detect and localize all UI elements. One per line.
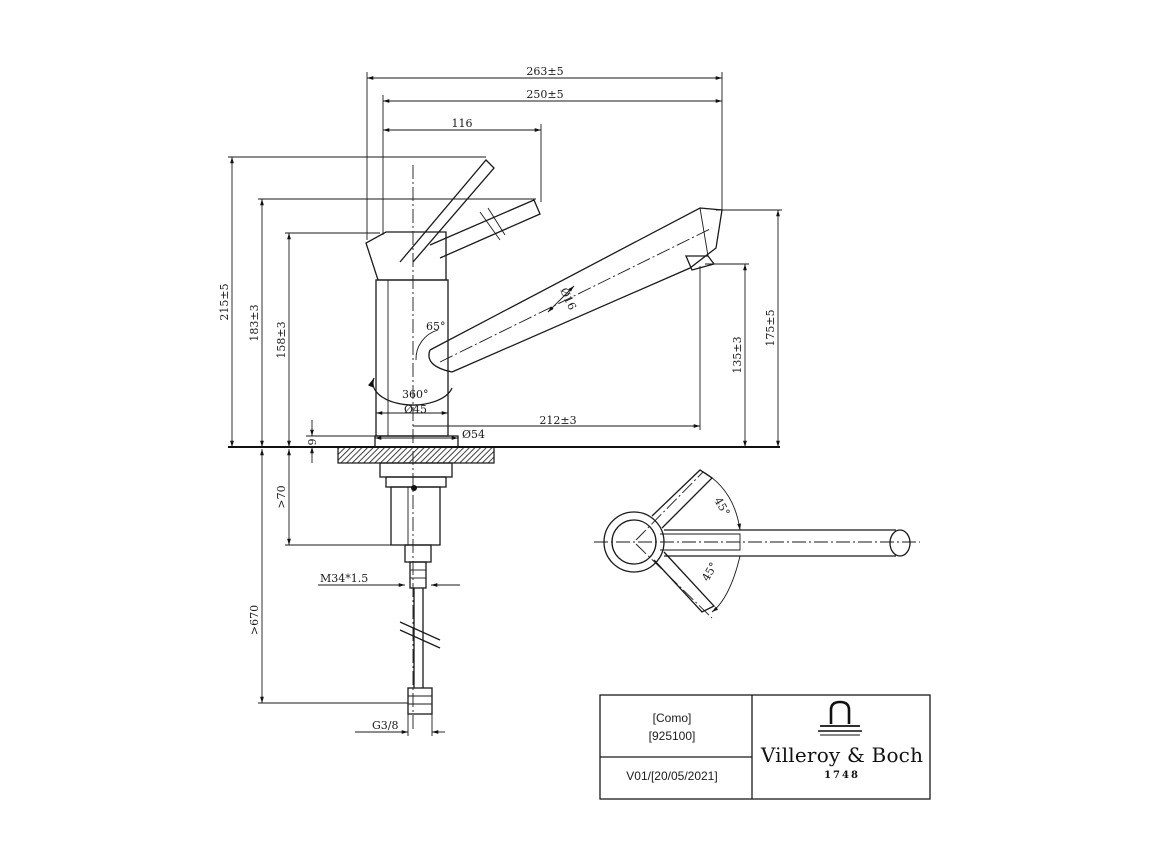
product-number: [925100]: [649, 729, 696, 743]
lever-head: [365, 231, 447, 281]
hose-fitting-top: [409, 561, 427, 589]
product-name: [Como]: [653, 711, 692, 725]
dim-base-thickness: 9: [306, 439, 319, 446]
title-block: [Como] [925100] V01/[20/05/2021] Villero…: [599, 694, 931, 800]
countertop-hatch: [337, 446, 495, 464]
mounting-nut: [379, 462, 453, 478]
lever-handle-raised: [399, 159, 495, 263]
title-block-frame: [599, 694, 931, 800]
top-view-lever-down: [653, 551, 716, 613]
top-view-spout-end: [889, 529, 911, 557]
dim-body-diameter: Ø45: [404, 403, 427, 416]
dim-outlet-projection: 212±3: [539, 414, 576, 427]
spout: [429, 207, 723, 373]
brand-name: Villeroy & Boch: [760, 743, 923, 767]
dim-thread-size: M34*1.5: [320, 572, 368, 585]
dim-lever-reach: 116: [452, 117, 473, 130]
brand-logo: Villeroy & Boch 1748: [760, 700, 923, 781]
dimension-labels: 263±5 250±5 116 215±5 183±3 158±3 9 >70 …: [218, 65, 777, 732]
threaded-shank: [390, 486, 441, 546]
brand-year: 1748: [824, 770, 860, 781]
dim-body-height: 158±3: [275, 321, 288, 358]
dim-outlet-height: 135±3: [731, 336, 744, 373]
mounting-plate: [385, 476, 447, 488]
lever-handle: [429, 199, 541, 259]
dim-connection: G3/8: [372, 719, 399, 732]
shank-lower: [404, 544, 432, 563]
dim-spout-angle: 65°: [426, 320, 446, 333]
spout-centerline: [439, 227, 713, 363]
dimension-lines: [228, 72, 782, 736]
version-date: V01/[20/05/2021]: [626, 769, 717, 783]
top-view: 45° 45°: [594, 469, 920, 619]
dim-lever-angle-bottom: 45°: [699, 560, 720, 583]
dim-overall-length: 263±5: [526, 65, 563, 78]
dim-shank-length: >70: [275, 485, 288, 508]
hose-connector: [407, 687, 433, 715]
swivel-arc: [367, 377, 453, 406]
dim-swivel: 360°: [402, 388, 429, 401]
dim-spout-reach: 250±5: [526, 88, 563, 101]
dim-hose-length: >670: [248, 605, 261, 635]
top-view-lever-up: [651, 469, 714, 529]
dim-spout-tip-height: 175±5: [764, 309, 777, 346]
dim-base-diameter: Ø54: [462, 428, 485, 441]
side-view: [228, 159, 780, 730]
dim-total-height: 215±5: [218, 283, 231, 320]
dim-lever-height: 183±3: [248, 304, 261, 341]
